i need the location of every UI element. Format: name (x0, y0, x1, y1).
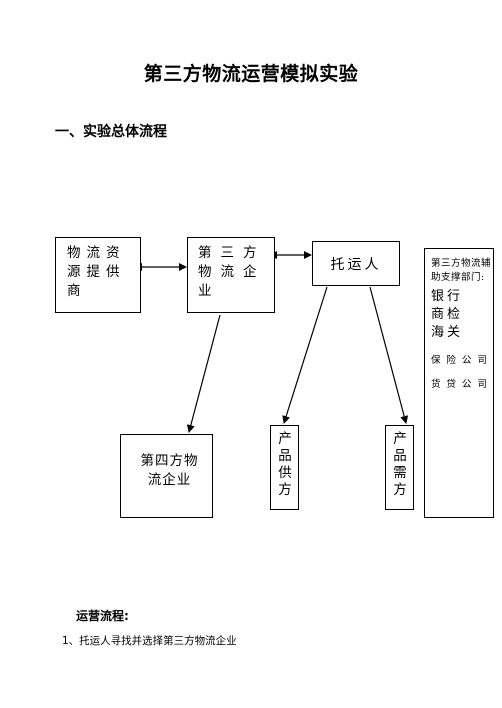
box-product-demander-label: 产品需方 (393, 431, 407, 498)
aux-bank: 银行 (431, 289, 464, 304)
box-third-party-logistics-label: 第三方物流企业 (198, 245, 266, 299)
arrow-tpl-4pl (186, 314, 221, 433)
document-title: 第三方物流运营模拟实验 (143, 63, 359, 85)
box-product-supplier-label: 产品供方 (278, 431, 292, 498)
box-resource-supplier-label: 物流资源提供商 (67, 245, 126, 299)
box-third-party-logistics: 第三方物流企业 (187, 237, 275, 313)
box-shipper: 托运人 (312, 241, 400, 286)
box-auxiliary-departments: 第三方物流辅助支撑部门: 银行 商检 海关 保险公司 货贷公司 (424, 248, 494, 518)
operation-heading: 运营流程: (76, 609, 129, 623)
box-resource-supplier: 物流资源提供商 (55, 237, 141, 313)
box-fourth-party-logistics: 第四方物流企业 (120, 434, 213, 518)
arrow-shipper-supplier (282, 286, 328, 424)
aux-forwarder: 货贷公司 (431, 379, 494, 390)
aux-inspection: 商检 (431, 307, 464, 322)
box-product-supplier: 产品供方 (270, 425, 299, 510)
box-fourth-party-logistics-label: 第四方物流企业 (140, 453, 199, 488)
aux-customs: 海关 (431, 325, 464, 340)
section-heading: 一、实验总体流程 (55, 124, 167, 140)
box-product-demander: 产品需方 (385, 425, 414, 510)
aux-title: 第三方物流辅助支撑部门: (431, 258, 492, 283)
step-item: 1、托运人寻找并选择第三方物流企业 (62, 635, 237, 647)
arrow-shipper-demander (369, 286, 409, 424)
aux-insurance: 保险公司 (431, 355, 494, 366)
box-shipper-label: 托运人 (330, 256, 382, 273)
